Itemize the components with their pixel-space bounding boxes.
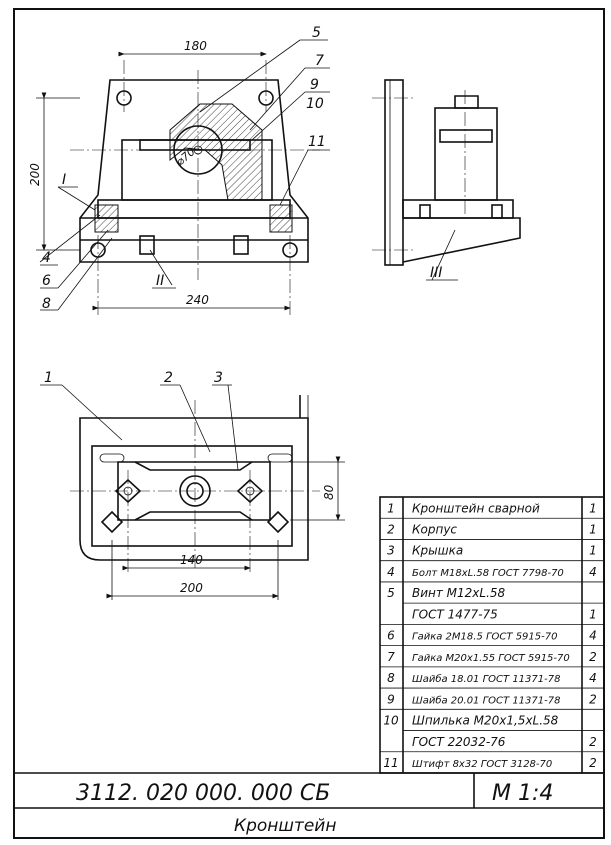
callout-plan-2: 2	[164, 370, 173, 386]
drawing-code: 3112. 020 000. 000 СБ	[76, 781, 330, 806]
parts-row-pos: 5	[387, 586, 395, 600]
callout-8: 8	[42, 296, 51, 312]
parts-row-pos: 6	[387, 629, 395, 643]
parts-row-qty: 1	[589, 501, 597, 515]
parts-row-qty: 1	[589, 544, 597, 558]
parts-row-name: Штифт 8х32 ГОСТ 3128-70	[412, 759, 552, 770]
parts-row-name: Болт М18хL.58 ГОСТ 7798-70	[412, 568, 564, 579]
callout-I: I	[62, 172, 66, 188]
parts-row-name: Шпилька М20х1,5хL.58	[412, 714, 559, 728]
callout-4: 4	[42, 250, 51, 266]
parts-row-pos: 1	[387, 501, 395, 515]
parts-row-qty: 1	[589, 523, 597, 537]
parts-row-qty: 2	[589, 756, 597, 770]
parts-row-pos: 4	[387, 565, 395, 579]
dim-width-base: 240	[186, 293, 209, 307]
callout-II: II	[156, 273, 164, 289]
parts-row-name: Крышка	[412, 544, 463, 558]
parts-row-qty: 2	[589, 735, 597, 749]
parts-row-qty: 2	[589, 650, 597, 664]
parts-row-pos: 9	[387, 692, 395, 706]
dim-height: 200	[28, 163, 42, 186]
parts-row-pos: 2	[387, 523, 395, 537]
parts-row-qty: 1	[589, 607, 597, 621]
parts-row-name: Винт М12хL.58	[412, 586, 506, 600]
callout-6: 6	[42, 273, 51, 289]
parts-row-name: ГОСТ 22032-76	[412, 735, 506, 749]
callout-11: 11	[308, 134, 326, 150]
parts-row-qty: 4	[589, 629, 597, 643]
parts-row-name: ГОСТ 1477-75	[412, 607, 498, 621]
parts-row-pos: 7	[387, 650, 395, 664]
parts-row-pos: 3	[387, 544, 395, 558]
parts-row-qty: 4	[589, 565, 597, 579]
drawing-name: Кронштейн	[234, 816, 336, 836]
callout-5: 5	[312, 25, 321, 41]
dim-plan-depth: 80	[322, 484, 336, 500]
parts-row-name: Шайба 18.01 ГОСТ 11371-78	[412, 673, 560, 685]
parts-row-name: Гайка М20х1.55 ГОСТ 5915-70	[412, 653, 570, 664]
parts-row-name: Кронштейн сварной	[412, 501, 540, 515]
drawing-scale: М 1:4	[492, 781, 553, 806]
parts-row-name: Корпус	[412, 523, 457, 537]
parts-row-qty: 2	[589, 692, 597, 706]
parts-row-pos: 11	[383, 756, 398, 770]
title-block: 3112. 020 000. 000 СБ М 1:4 Кронштейн	[14, 772, 604, 836]
callout-10: 10	[306, 96, 324, 112]
parts-row-pos: 8	[387, 671, 395, 685]
parts-list: 1 Кронштейн сварной 1 2 Корпус 1 3 Крышка 1 4 Болт…	[379, 496, 605, 774]
parts-row-qty: 4	[589, 671, 597, 685]
callout-III: III	[430, 265, 442, 281]
callout-9: 9	[310, 77, 319, 93]
dim-plan-inner: 140	[180, 553, 203, 567]
front-view: 180 200 240 ⌀70 5 7 9 10 11 I 4 6 8	[28, 25, 330, 318]
sheet-frame	[13, 8, 605, 839]
parts-row-pos: 10	[383, 714, 399, 728]
side-view: III	[372, 79, 521, 281]
dim-width-top: 180	[184, 39, 207, 53]
callout-7: 7	[315, 53, 324, 69]
plan-view: 140 200 80 1 2 3	[40, 370, 345, 600]
parts-row-name: Гайка 2М18.5 ГОСТ 5915-70	[412, 632, 557, 643]
dim-plan-outer: 200	[180, 581, 203, 595]
callout-plan-3: 3	[214, 370, 223, 386]
callout-plan-1: 1	[44, 370, 53, 386]
parts-row-name: Шайба 20.01 ГОСТ 11371-78	[412, 694, 560, 706]
